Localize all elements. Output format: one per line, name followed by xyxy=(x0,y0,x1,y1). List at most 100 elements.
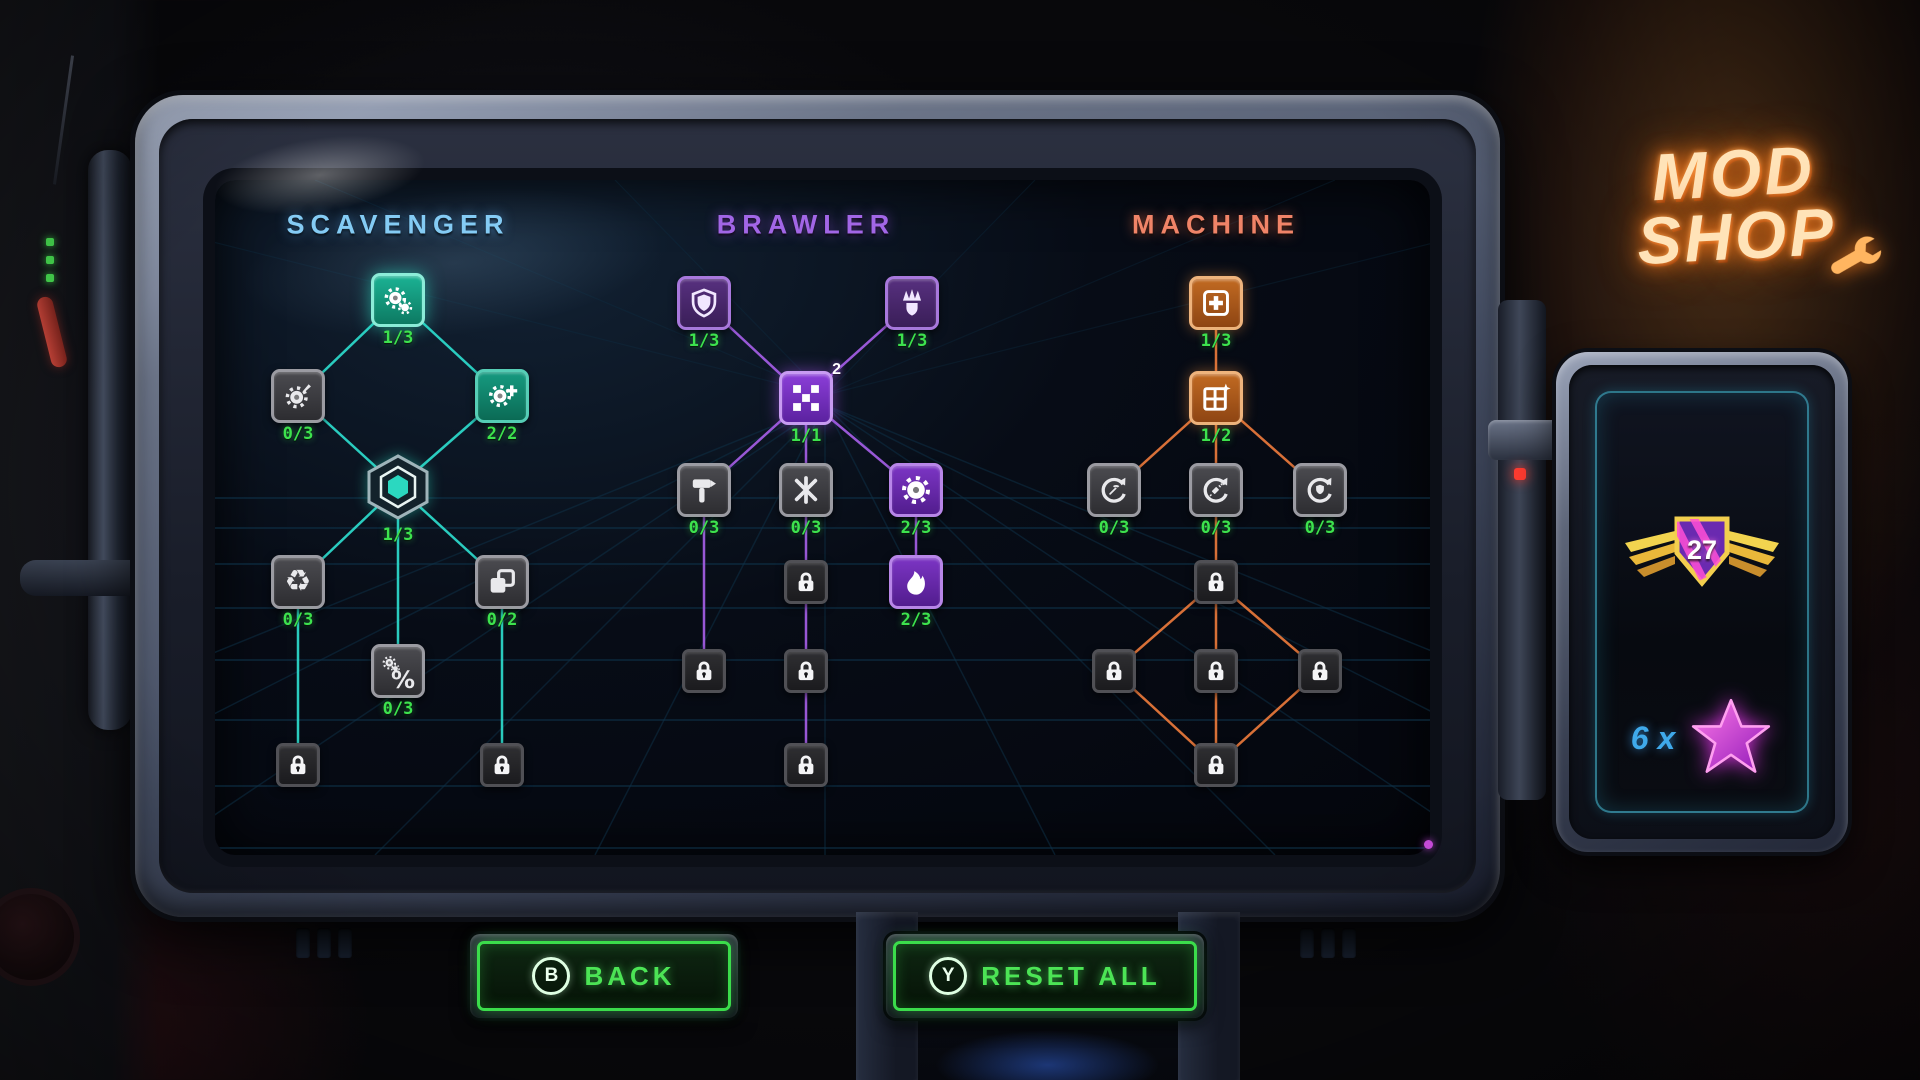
skill-count: 1/3 xyxy=(1200,331,1232,351)
lock-icon xyxy=(1203,569,1229,595)
skill-count: 0/3 xyxy=(282,610,314,630)
gears-icon xyxy=(382,284,414,316)
scavenger-node-gear-plus[interactable]: 2/2 xyxy=(475,369,529,444)
logo-shop-text: SHOP xyxy=(1635,193,1838,278)
node-tier-badge: 2 xyxy=(832,361,841,378)
saw-blade-icon xyxy=(900,474,932,506)
skill-count: 0/3 xyxy=(790,518,822,538)
brawler-node-hammer[interactable]: 0/3 xyxy=(677,463,731,538)
background-gauge xyxy=(0,888,80,986)
skill-count: 0/3 xyxy=(1304,518,1336,538)
star-count-row: 6 x xyxy=(1597,693,1807,783)
skill-count: 2/3 xyxy=(900,610,932,630)
rank-emblem: 27 xyxy=(1617,501,1787,601)
skill-count: 1/3 xyxy=(896,331,928,351)
background-led xyxy=(46,256,54,264)
magenta-indicator-dot xyxy=(1424,840,1433,849)
red-indicator-light xyxy=(1514,468,1526,480)
logo-word-shop: SHOP xyxy=(1635,193,1838,272)
gear-plus-icon xyxy=(486,380,518,412)
percent-icon: % xyxy=(390,666,415,694)
skill-count: 0/3 xyxy=(688,518,720,538)
bezel-vent-right xyxy=(1300,928,1356,958)
machine-locked-node[interactable] xyxy=(1298,649,1342,693)
machine-locked-node[interactable] xyxy=(1194,743,1238,787)
bezel-vent-left xyxy=(296,928,352,958)
back-button-label: BACK xyxy=(584,960,676,991)
machine-locked-node[interactable] xyxy=(1092,649,1136,693)
brawler-node-cross-core[interactable]: 2 1/1 xyxy=(779,361,841,446)
brawler-node-scrap-bundle[interactable]: 0/3 xyxy=(779,463,833,538)
lock-icon xyxy=(1203,658,1229,684)
lock-icon xyxy=(1203,752,1229,778)
skill-count: 1/3 xyxy=(688,331,720,351)
syringe-icon xyxy=(1208,482,1225,499)
spike-burst-icon xyxy=(896,287,928,319)
rank-emblem-graphic xyxy=(1625,516,1779,587)
reset-all-button[interactable]: Y RESET ALL xyxy=(893,941,1197,1011)
medkit-icon xyxy=(1200,287,1232,319)
hex-core-icon xyxy=(367,454,429,520)
skill-count: 2/2 xyxy=(486,424,518,444)
panel-connector-arm xyxy=(1488,420,1568,460)
gamepad-y-icon: Y xyxy=(929,957,968,995)
skill-count: 0/2 xyxy=(486,610,518,630)
scavenger-node-percent-gear[interactable]: % 0/3 xyxy=(371,644,425,719)
scavenger-node-gears[interactable]: 1/3 xyxy=(371,273,425,348)
back-button-bezel: B BACK xyxy=(470,934,738,1018)
reward-panel: 27 6 x xyxy=(1556,352,1848,852)
scavenger-node-recycle[interactable]: ♻ 0/3 xyxy=(271,555,325,630)
support-pole xyxy=(1498,300,1546,800)
skill-count: 2/3 xyxy=(900,518,932,538)
gamepad-b-icon: B xyxy=(532,957,571,995)
back-button[interactable]: B BACK xyxy=(477,941,731,1011)
scrap-bundle-icon xyxy=(790,474,822,506)
lock-icon xyxy=(1101,658,1127,684)
machine-node-window-grid[interactable]: 1/2 xyxy=(1189,371,1243,446)
machine-locked-node[interactable] xyxy=(1194,649,1238,693)
brawler-node-saw-blade[interactable]: 2/3 xyxy=(889,463,943,538)
window-grid-icon xyxy=(1200,382,1232,414)
lock-icon xyxy=(1307,658,1333,684)
brawler-node-spike-burst[interactable]: 1/3 xyxy=(885,276,939,351)
star-count-label: 6 x xyxy=(1630,719,1676,756)
skill-count: 1/3 xyxy=(382,525,414,545)
background-pipe xyxy=(88,150,132,730)
tree-title-scavenger: SCAVENGER xyxy=(286,209,510,240)
machine-node-cycle-syringe[interactable]: 0/3 xyxy=(1189,463,1243,538)
skill-count: 1/2 xyxy=(1200,426,1232,446)
monitor-stand-glow xyxy=(935,1030,1160,1080)
mod-shop-logo: MOD SHOP xyxy=(1587,132,1883,274)
machine-node-cycle-pickaxe[interactable]: 0/3 xyxy=(1087,463,1141,538)
recycle-icon: ♻ xyxy=(284,564,312,599)
scavenger-node-gear-wrench[interactable]: 0/3 xyxy=(271,369,325,444)
tree-title-machine: MACHINE xyxy=(1132,209,1300,240)
brawler-locked-node[interactable] xyxy=(784,649,828,693)
lock-icon xyxy=(793,569,819,595)
skill-count: 1/1 xyxy=(790,426,822,446)
skill-count: 0/3 xyxy=(1098,518,1130,538)
background-led xyxy=(46,238,54,246)
machine-locked-node[interactable] xyxy=(1194,560,1238,604)
rank-number: 27 xyxy=(1686,535,1718,565)
scavenger-locked-node[interactable] xyxy=(480,743,524,787)
hammer-icon xyxy=(688,474,720,506)
lock-icon xyxy=(793,658,819,684)
skill-count: 0/3 xyxy=(382,699,414,719)
lock-icon xyxy=(691,658,717,684)
background-led xyxy=(46,274,54,282)
machine-node-medkit[interactable]: 1/3 xyxy=(1189,276,1243,351)
scavenger-locked-node[interactable] xyxy=(276,743,320,787)
scavenger-node-stacked-squares[interactable]: 0/2 xyxy=(475,555,529,630)
brawler-node-fire[interactable]: 2/3 xyxy=(889,555,943,630)
brawler-locked-node[interactable] xyxy=(682,649,726,693)
scavenger-node-hex-core[interactable]: 1/3 xyxy=(364,453,432,545)
lock-icon xyxy=(489,752,515,778)
brawler-locked-node[interactable] xyxy=(784,743,828,787)
machine-node-cycle-shield[interactable]: 0/3 xyxy=(1293,463,1347,538)
brawler-locked-node[interactable] xyxy=(784,560,828,604)
brawler-node-shield[interactable]: 1/3 xyxy=(677,276,731,351)
reward-panel-bezel: 27 6 x xyxy=(1569,365,1835,839)
lock-icon xyxy=(793,752,819,778)
tree-title-brawler: BRAWLER xyxy=(716,209,896,240)
